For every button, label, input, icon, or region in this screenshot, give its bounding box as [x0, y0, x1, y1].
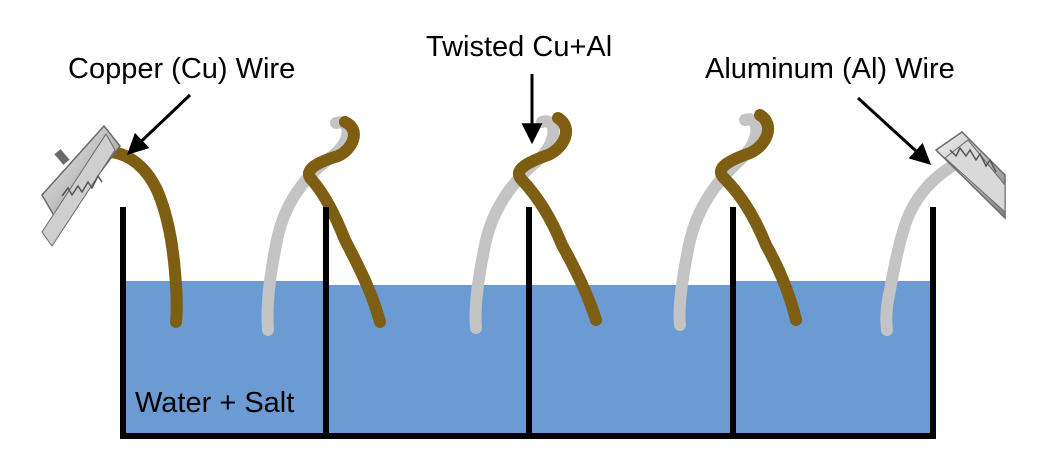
container	[120, 207, 936, 439]
annotation-arrows	[126, 74, 932, 165]
water-compartment-4	[734, 281, 930, 433]
aluminum-wires	[261, 113, 968, 336]
cu-wire-cell-1	[97, 145, 183, 328]
al-wire-cell-2	[469, 115, 560, 334]
cu-wire-twist-1	[303, 116, 386, 328]
copper-wires	[97, 109, 802, 328]
aluminum-wire-label: Aluminum (Al) Wire	[705, 53, 955, 85]
copper-arrow	[126, 93, 192, 155]
right-clip-icon	[934, 131, 1006, 220]
cu-wire-twist-2	[513, 112, 602, 326]
al-wire-cell-1	[261, 116, 354, 336]
left-clip-icon	[41, 124, 121, 247]
water-compartment-1	[126, 281, 324, 433]
water-salt-label: Water + Salt	[135, 387, 294, 419]
cu-wire-twist-3	[715, 109, 802, 326]
copper-wire-label: Copper (Cu) Wire	[68, 53, 295, 85]
water	[126, 281, 930, 433]
water-compartment-2	[328, 285, 528, 433]
twisted-label: Twisted Cu+Al	[426, 31, 612, 63]
al-wire-cell-3	[673, 113, 763, 331]
aluminum-arrow	[856, 96, 932, 165]
water-compartment-3	[531, 285, 731, 433]
al-wire-cell-4	[880, 154, 968, 336]
